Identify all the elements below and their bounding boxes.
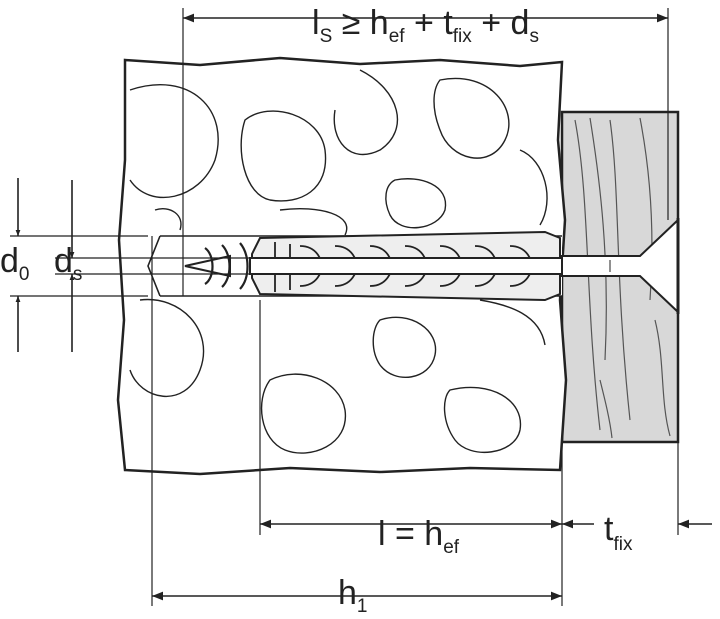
ls-formula-label: lS ≥ hef + tfix + ds bbox=[312, 4, 539, 47]
screw bbox=[184, 217, 680, 315]
tfix-label: tfix bbox=[604, 510, 633, 555]
hef-label: l = hef bbox=[378, 515, 460, 558]
d0-label: d0 bbox=[0, 242, 30, 285]
wood-grain bbox=[574, 117, 671, 439]
h1-label: h1 bbox=[338, 574, 368, 617]
extension-lines bbox=[10, 8, 679, 606]
concrete-aggregate bbox=[129, 69, 548, 454]
dimension-lines bbox=[15, 13, 712, 601]
ds-label: ds bbox=[54, 242, 82, 285]
